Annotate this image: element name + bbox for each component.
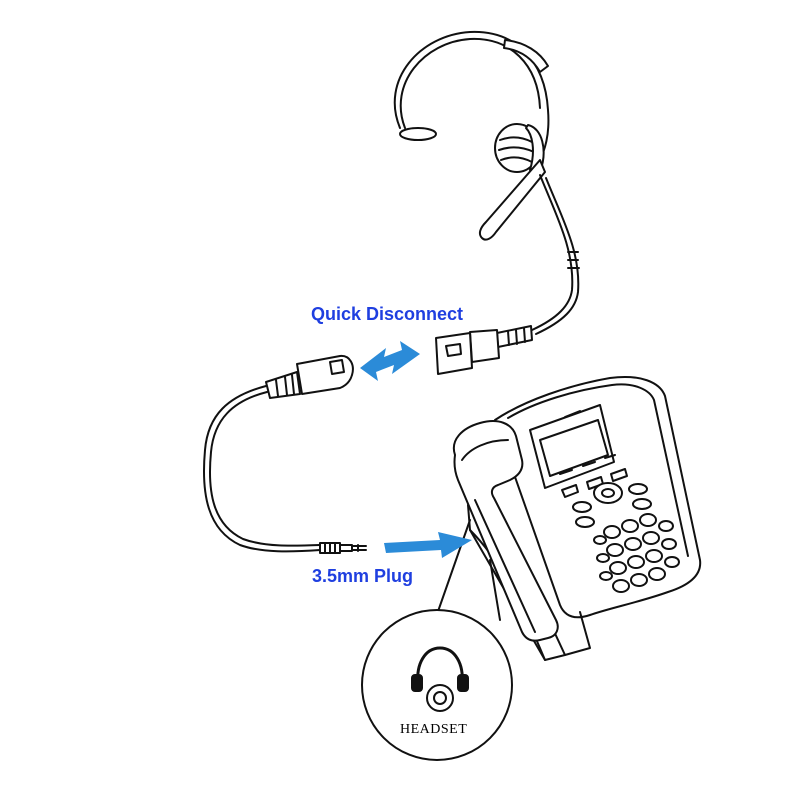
- headset-port-label: HEADSET: [400, 722, 468, 737]
- cable-qd-connector: [265, 354, 354, 399]
- plug-insert-arrow: [384, 532, 472, 558]
- quick-disconnect-label: Quick Disconnect: [311, 304, 464, 324]
- headphones-icon: [411, 646, 469, 692]
- phone-keypad: [593, 513, 680, 593]
- phone-handset: [452, 420, 559, 642]
- 3-5mm-plug: [319, 542, 367, 554]
- plug-label: 3.5mm Plug: [312, 566, 414, 586]
- quick-disconnect-arrow: [360, 341, 420, 381]
- desk-phone: [452, 376, 702, 661]
- headset-port-callout: [361, 519, 513, 761]
- monaural-headset: [393, 30, 580, 335]
- adapter-cable: [202, 385, 321, 553]
- headset-qd-connector: [435, 325, 533, 375]
